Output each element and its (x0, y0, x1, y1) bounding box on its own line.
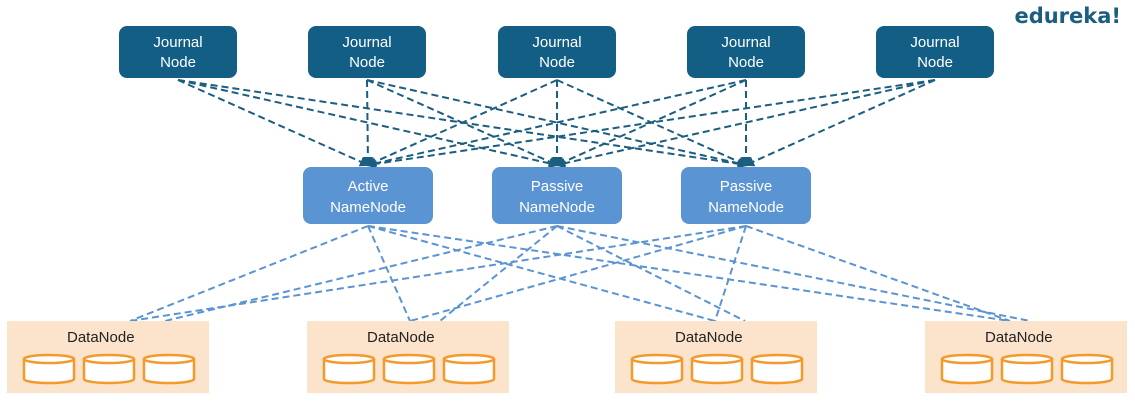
disk-icon (690, 353, 744, 385)
nodes-layer: JournalNodeJournalNodeJournalNodeJournal… (7, 26, 1127, 393)
disk-icon (382, 353, 436, 385)
journal-node-box (308, 26, 426, 78)
journal-namenode-edge (177, 79, 559, 169)
journal-namenode-edge (366, 79, 748, 169)
namenode-label: Passive (720, 178, 773, 195)
namenode-datanode-edge (367, 225, 716, 322)
disk-icon (1000, 353, 1054, 385)
journal-node-box (498, 26, 616, 78)
datanode-label: DataNode (985, 329, 1053, 346)
datanode: DataNode (307, 321, 509, 393)
datanode-label: DataNode (367, 329, 435, 346)
journal-namenode-edge (366, 79, 936, 169)
namenode-datanode-edge (129, 225, 747, 322)
disk-icon (630, 353, 684, 385)
journal-namenode-edge (744, 79, 936, 167)
datanode: DataNode (615, 321, 817, 393)
namenode-label: Passive (531, 178, 584, 195)
journal-node-label: Journal (910, 34, 959, 51)
namenode-box (492, 167, 622, 224)
journal-namenode-edge (366, 79, 747, 169)
journal-node-box (119, 26, 237, 78)
namenode-label: NameNode (708, 199, 784, 216)
namenode-datanode-edge (129, 225, 369, 322)
journal-namenode-edge (362, 79, 373, 167)
datanode: DataNode (925, 321, 1127, 393)
journal-node-label: Node (728, 54, 764, 71)
journal-to-namenode-edges (177, 79, 936, 169)
journal-node-label: Journal (532, 34, 581, 51)
namenode-datanode-edge (367, 225, 1011, 322)
disk-icon (82, 353, 136, 385)
namenode-box (303, 167, 433, 224)
datanode-label: DataNode (675, 329, 743, 346)
namenode-datanode-edge (714, 225, 747, 322)
journal-node-label: Node (349, 54, 385, 71)
journal-node-box (876, 26, 994, 78)
namenode-to-datanode-edges (129, 225, 1031, 322)
namenode-datanode-edge (556, 225, 746, 322)
journal-node-label: Journal (342, 34, 391, 51)
disk-icon (322, 353, 376, 385)
disk-icon (22, 353, 76, 385)
namenode-datanode-edge (409, 225, 747, 322)
datanode: DataNode (7, 321, 209, 393)
datanode-label: DataNode (67, 329, 135, 346)
namenode-datanode-edge (439, 225, 558, 322)
journal-node-label: Node (160, 54, 196, 71)
journal-namenode-edge (177, 79, 370, 167)
journal-namenode-edge (555, 79, 936, 169)
namenode-label: Active (348, 178, 389, 195)
disk-icon (142, 353, 196, 385)
namenode-label: NameNode (330, 199, 406, 216)
journal-node-label: Journal (721, 34, 770, 51)
namenode-datanode-edge (745, 225, 1011, 322)
disk-icon (940, 353, 994, 385)
disk-icon (750, 353, 804, 385)
brand-logo: edureka! (1014, 4, 1121, 28)
namenode-label: NameNode (519, 199, 595, 216)
disk-icon (1060, 353, 1114, 385)
journal-node-label: Journal (153, 34, 202, 51)
namenode-datanode-edge (367, 225, 411, 322)
journal-node-label: Node (539, 54, 575, 71)
disk-icon (442, 353, 496, 385)
journal-node-box (687, 26, 805, 78)
namenode-box (681, 167, 811, 224)
journal-namenode-edge (366, 79, 558, 167)
journal-node-label: Node (917, 54, 953, 71)
namenode-datanode-edge (556, 225, 1031, 322)
